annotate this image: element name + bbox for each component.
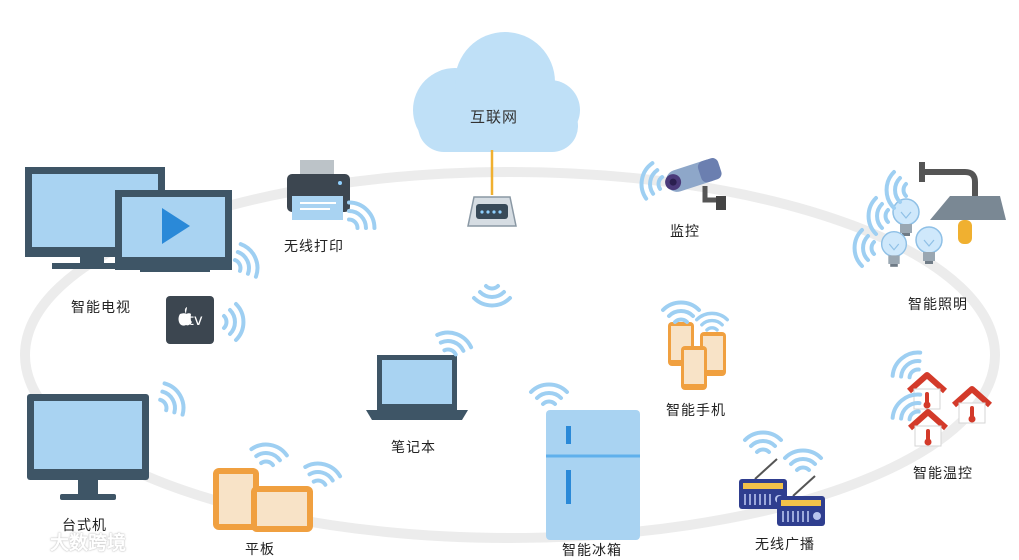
phone-wifi-icon-1 [661, 300, 701, 324]
lighting-icon [880, 162, 1006, 268]
appletv-icon [166, 296, 214, 344]
appletv-wifi-icon [222, 302, 246, 342]
lighting-label: 智能照明 [908, 297, 968, 313]
fridge-wifi-icon [529, 382, 569, 406]
fridge-icon [546, 410, 640, 540]
laptop-icon [366, 355, 468, 420]
printer-icon [287, 160, 350, 220]
connection-ring [20, 167, 1000, 543]
phone-wifi-icon-2 [695, 311, 729, 332]
fridge-label: 智能冰箱 [562, 543, 622, 559]
tablet-label: 平板 [245, 542, 275, 558]
internet-cloud-icon [413, 32, 580, 152]
tv-label: 智能电视 [71, 300, 131, 316]
watermark-logo-icon [10, 530, 46, 550]
phone-icon [668, 322, 726, 390]
watermark-text: 大数跨境 [50, 532, 127, 554]
radio-label: 无线广播 [755, 537, 815, 553]
camera-label: 监控 [670, 224, 700, 240]
thermostat-label: 智能温控 [913, 466, 973, 482]
laptop-label: 笔记本 [391, 440, 436, 456]
tablet-wifi-icon-2 [300, 457, 344, 490]
internet-label: 互联网 [470, 108, 519, 126]
tablet-icon [213, 468, 313, 532]
tablet-wifi-icon-1 [247, 439, 291, 470]
router-icon [467, 196, 517, 227]
desktop-wifi-icon [152, 377, 192, 423]
camera-wifi-icon [636, 159, 667, 203]
radio-wifi-icon-1 [743, 430, 783, 454]
desktop-label: 台式机 [62, 518, 107, 534]
camera-icon [665, 158, 726, 210]
printer-label: 无线打印 [284, 239, 344, 255]
tv-icon [25, 167, 232, 272]
lighting-wifi-icon-2 [866, 196, 890, 236]
radio-wifi-icon-2 [783, 448, 823, 472]
desktop-icon [27, 394, 149, 500]
tv-wifi-icon [227, 238, 265, 284]
appletv-label: tv [188, 311, 203, 329]
phone-label: 智能手机 [666, 403, 726, 419]
laptop-wifi-icon [431, 325, 476, 361]
